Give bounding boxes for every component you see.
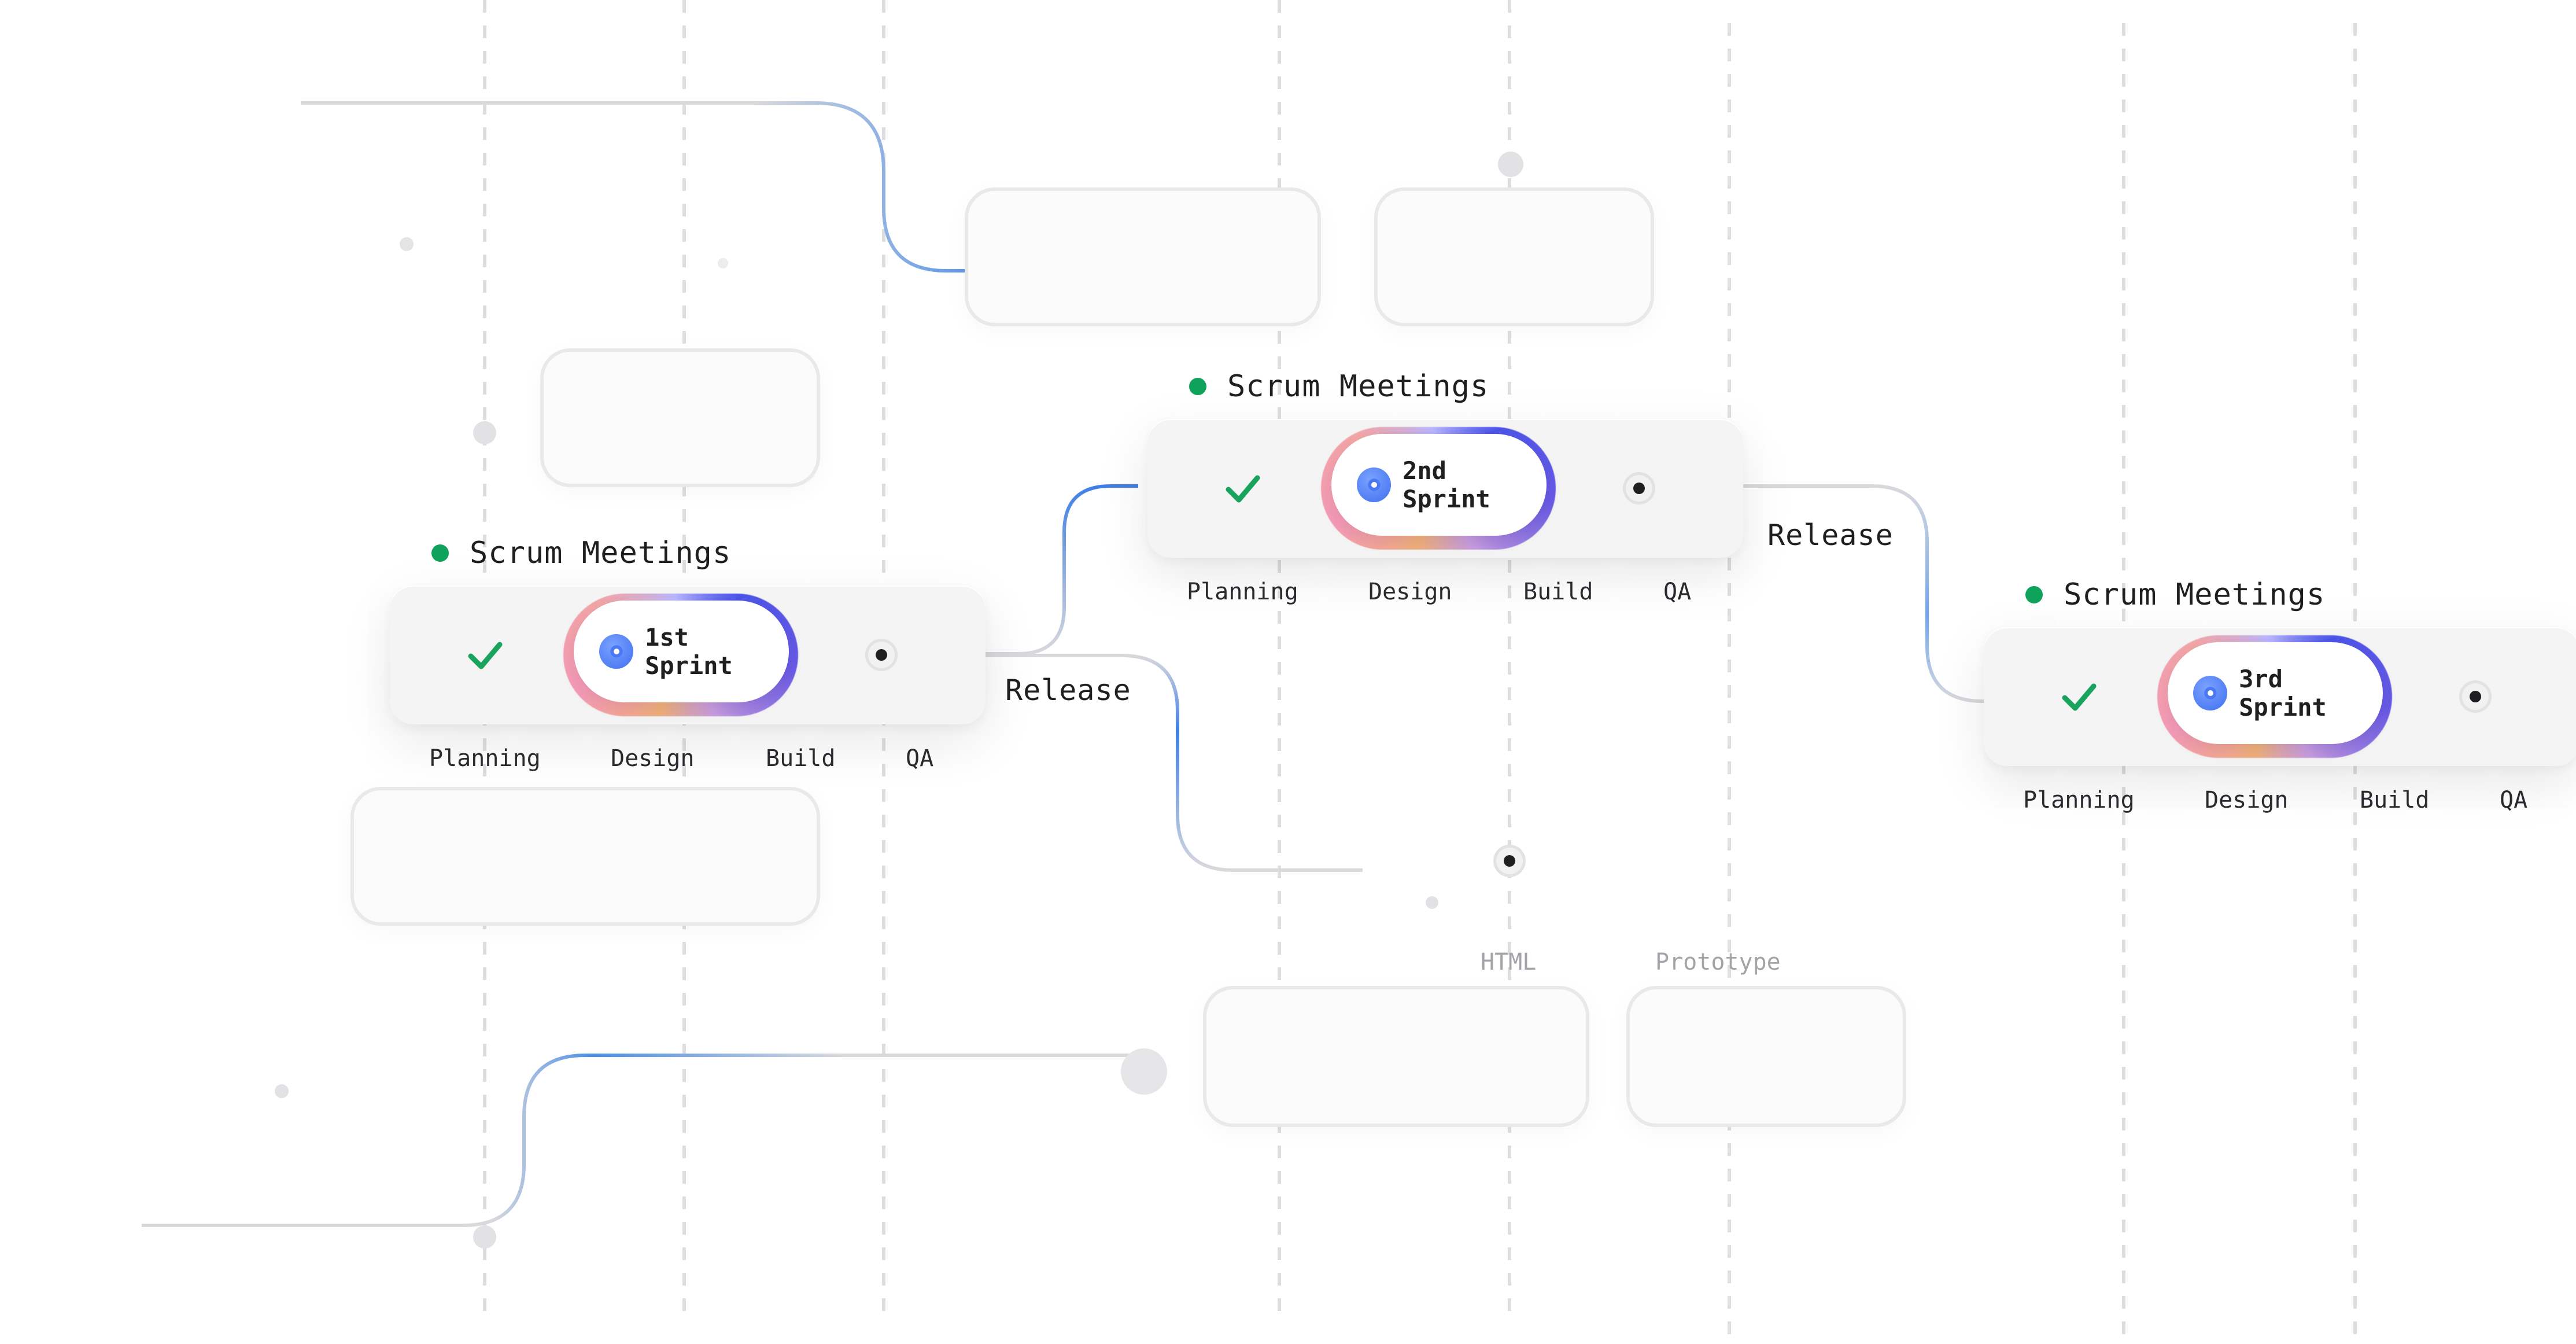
sprint-header: Scrum Meetings bbox=[431, 530, 731, 576]
sprint-title: Scrum Meetings bbox=[470, 536, 732, 570]
sprint-card[interactable]: 2nd Sprint bbox=[1147, 419, 1743, 558]
sprint-label: 3rd Sprint bbox=[2239, 665, 2327, 721]
checkmark-icon bbox=[2062, 683, 2097, 711]
sprint-group-2: Scrum Meetings 2nd Sprint Planning Desig… bbox=[1147, 363, 1749, 606]
current-sprint-pill[interactable]: 3rd Sprint bbox=[2168, 642, 2383, 744]
stage-label-build: Build bbox=[766, 745, 836, 772]
prototype-label: Prototype bbox=[1655, 949, 1781, 975]
release-label: Release bbox=[1767, 518, 1894, 552]
current-sprint-pill[interactable]: 2nd Sprint bbox=[1331, 434, 1547, 536]
sprint-label: 2nd Sprint bbox=[1403, 456, 1490, 513]
prototype-placeholder-card bbox=[1626, 986, 1906, 1127]
stage-label-planning: Planning bbox=[429, 745, 541, 772]
placeholder-card bbox=[965, 187, 1321, 326]
sprint-title: Scrum Meetings bbox=[1227, 369, 1489, 404]
stage-label-qa: QA bbox=[906, 745, 934, 772]
sprint-label: 1st Sprint bbox=[645, 623, 733, 680]
dot-node-icon[interactable] bbox=[2459, 680, 2492, 713]
sprint-group-3: Scrum Meetings 3rd Sprint Planning Desig… bbox=[1984, 572, 2576, 815]
dot-node-icon[interactable] bbox=[865, 639, 898, 671]
stage-label-build: Build bbox=[1523, 579, 1593, 605]
sprint-header: Scrum Meetings bbox=[1189, 363, 1489, 410]
placeholder-card bbox=[350, 787, 820, 926]
stage-label-design: Design bbox=[611, 745, 695, 772]
stage-label-qa: QA bbox=[1663, 579, 1692, 605]
dot-node-icon[interactable] bbox=[1623, 472, 1655, 505]
dot-node-icon[interactable] bbox=[1493, 845, 1526, 877]
radio-selected-icon bbox=[2193, 676, 2228, 710]
release-label: Release bbox=[1005, 673, 1131, 707]
status-dot-icon bbox=[1189, 378, 1206, 395]
checkmark-icon bbox=[468, 642, 503, 669]
radio-selected-icon bbox=[599, 634, 634, 669]
html-label: HTML bbox=[1481, 949, 1537, 975]
stage-label-qa: QA bbox=[2500, 787, 2528, 813]
radio-selected-icon bbox=[1357, 467, 1392, 502]
status-dot-icon bbox=[2025, 586, 2043, 603]
sprint-title: Scrum Meetings bbox=[2064, 577, 2326, 612]
sprint-group-1: Scrum Meetings 1st Sprint Planning Desig… bbox=[390, 530, 991, 773]
checkmark-icon bbox=[1226, 475, 1260, 503]
sprint-card[interactable]: 1st Sprint bbox=[390, 586, 986, 724]
sprint-header: Scrum Meetings bbox=[2025, 572, 2325, 618]
sprint-card[interactable]: 3rd Sprint bbox=[1984, 627, 2576, 766]
html-placeholder-card bbox=[1203, 986, 1589, 1127]
stage-label-planning: Planning bbox=[1187, 579, 1298, 605]
placeholder-card bbox=[540, 348, 820, 487]
stage-label-build: Build bbox=[2360, 787, 2430, 813]
status-dot-icon bbox=[431, 544, 449, 562]
placeholder-card bbox=[1374, 187, 1654, 326]
stage-label-planning: Planning bbox=[2023, 787, 2135, 813]
stage-label-design: Design bbox=[2205, 787, 2289, 813]
current-sprint-pill[interactable]: 1st Sprint bbox=[574, 601, 789, 702]
stage-label-design: Design bbox=[1368, 579, 1452, 605]
